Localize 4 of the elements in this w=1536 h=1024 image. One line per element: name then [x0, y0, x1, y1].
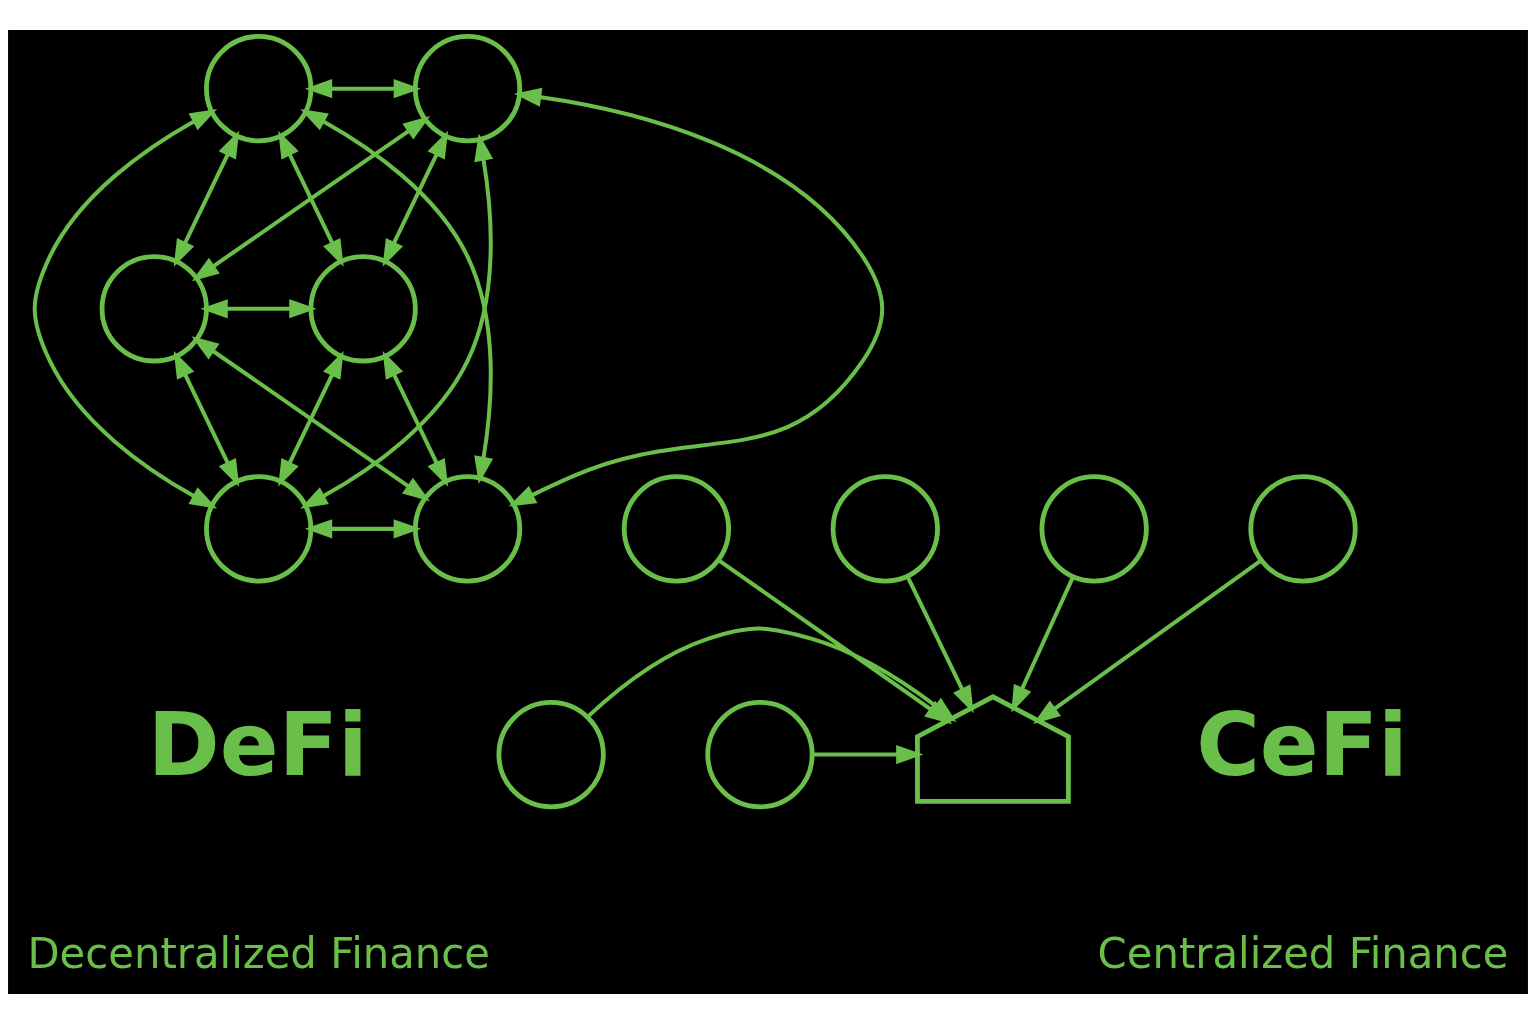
label: Centralized Finance [1097, 928, 1509, 978]
label: Decentralized Finance [27, 928, 490, 978]
label: CeFi [1196, 694, 1408, 796]
label: DeFi [147, 694, 368, 796]
